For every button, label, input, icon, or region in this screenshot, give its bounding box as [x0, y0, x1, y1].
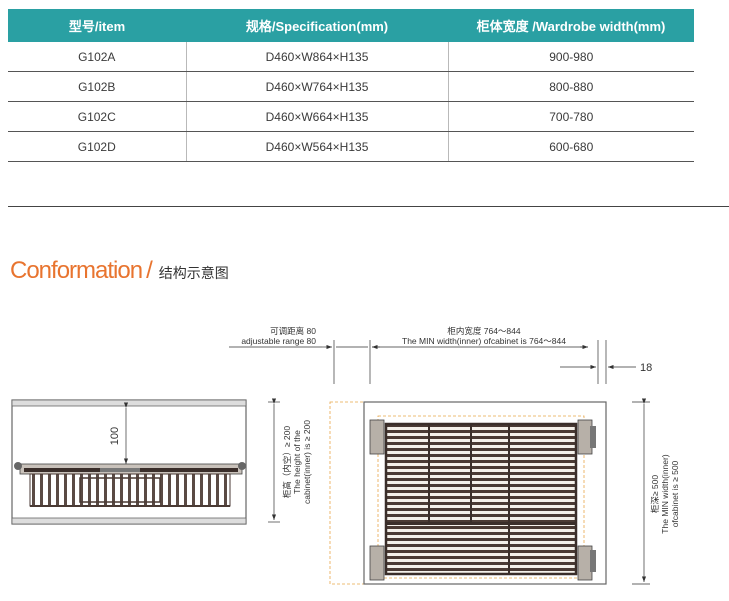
cell-specification: D460×W764×H135 [185, 71, 448, 102]
cell-specification: D460×W664×H135 [185, 101, 448, 132]
section-divider [8, 206, 729, 207]
depth-en-label-1: The MIN width(inner) [660, 454, 670, 534]
conformation-diagram: 可调距离 80 adjustable range 80 柜内宽度 764～844… [11, 326, 680, 585]
cell-item: G102D [8, 131, 186, 162]
height-en-label-1: The height of the [292, 430, 302, 494]
height-en-label-2: cabinet(inner) is ≥ 200 [302, 420, 312, 504]
table-row: G102A D460×W864×H135 900-980 [8, 42, 694, 72]
dimension-annotations: 可调距离 80 adjustable range 80 柜内宽度 764～844… [229, 326, 652, 384]
table-header-row: 型号/item 规格/Specification(mm) 柜体宽度 /Wardr… [8, 9, 694, 42]
cell-wardrobe-width: 700-780 [447, 101, 694, 132]
adjustable-cn-label: 可调距离 80 [270, 326, 316, 336]
heading-chinese: 结构示意图 [158, 265, 229, 281]
table-row: G102B D460×W764×H135 800-880 [8, 71, 694, 102]
header-wardrobe-width: 柜体宽度 /Wardrobe width(mm) [448, 9, 694, 42]
depth-annotation: 柜深≥ 500 The MIN width(inner) ofcabinet i… [632, 398, 680, 585]
depth-en-label-2: ofcabinet is ≥ 500 [670, 460, 680, 527]
cell-specification: D460×W864×H135 [185, 42, 448, 72]
section-heading: Conformation / 结构示意图 [10, 257, 229, 285]
top-view-drawing [329, 401, 607, 585]
side-gap-label: 18 [640, 362, 652, 374]
heading-slash: / [146, 257, 153, 284]
height-100-label: 100 [109, 427, 121, 445]
heading-english: Conformation [10, 257, 143, 284]
height-cn-label: 柜高（内空）≥ 200 [282, 426, 292, 498]
cell-wardrobe-width: 900-980 [447, 42, 694, 72]
header-specification: 规格/Specification(mm) [186, 9, 448, 42]
cell-item: G102C [8, 101, 186, 132]
side-view-drawing: 100 [11, 399, 247, 525]
specification-table: 型号/item 规格/Specification(mm) 柜体宽度 /Wardr… [8, 9, 694, 162]
cell-specification: D460×W564×H135 [185, 131, 448, 162]
adjustable-en-label: adjustable range 80 [241, 336, 316, 346]
inner-width-cn-label: 柜内宽度 764～844 [447, 326, 520, 336]
cell-item: G102B [8, 71, 186, 102]
depth-cn-label: 柜深≥ 500 [650, 475, 660, 513]
header-item: 型号/item [8, 9, 186, 42]
table-row: G102C D460×W664×H135 700-780 [8, 101, 694, 132]
cell-wardrobe-width: 600-680 [447, 131, 694, 162]
cell-wardrobe-width: 800-880 [447, 71, 694, 102]
cell-item: G102A [8, 42, 186, 72]
height-annotation: 柜高（内空）≥ 200 The height of the cabinet(in… [268, 398, 312, 523]
table-row: G102D D460×W564×H135 600-680 [8, 131, 694, 162]
inner-width-en-label: The MIN width(inner) ofcabinet is 764～84… [402, 336, 566, 346]
